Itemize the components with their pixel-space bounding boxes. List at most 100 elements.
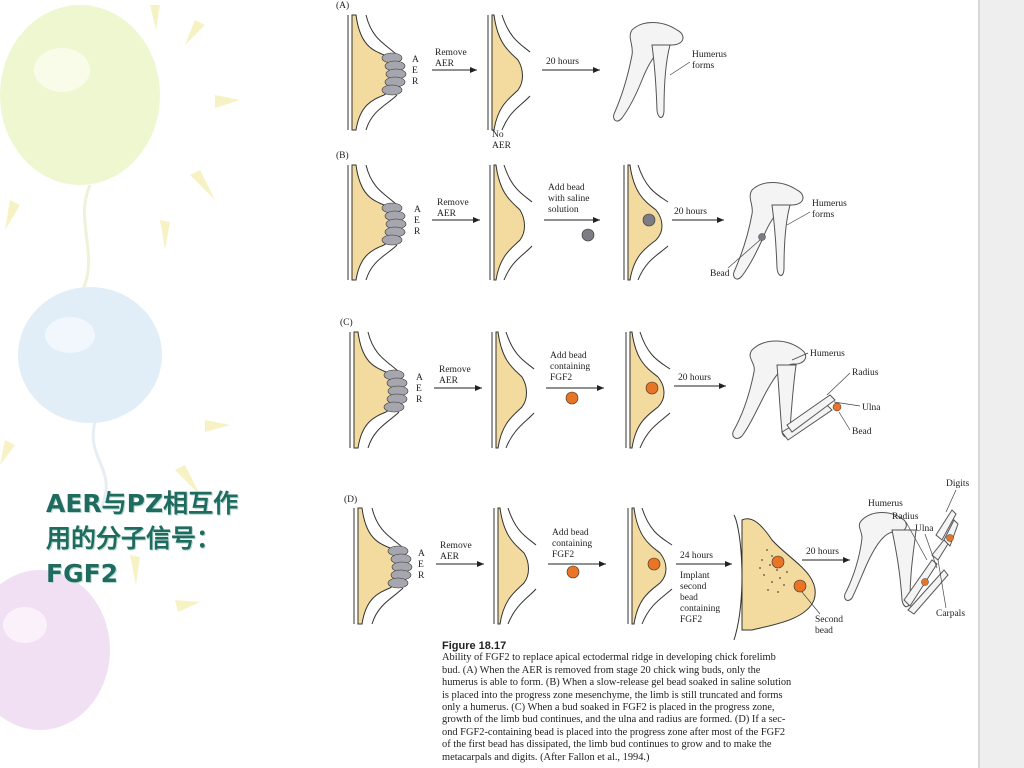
implant-label-3: bead xyxy=(680,593,698,603)
carpals-label: Carpals xyxy=(936,609,965,619)
limb-bud-no-aer xyxy=(489,164,533,281)
panel-c: (C) A E R Remove AER Add bead containing… xyxy=(340,317,881,449)
result-label-1: Humerus xyxy=(812,199,847,209)
sparkle-rays xyxy=(0,5,240,612)
panel-a: (A) A E R Remove AER No AER 20 hours xyxy=(336,0,727,151)
humerus-label: Humerus xyxy=(810,349,845,359)
add-bead-label-2: containing xyxy=(550,362,590,372)
ulna-label: Ulna xyxy=(862,403,881,413)
hours-label: 20 hours xyxy=(546,57,579,67)
caption-line: of the first bead has dissipated, the li… xyxy=(442,739,772,751)
second-bead-in-limb xyxy=(946,534,954,542)
remove-label-2: AER xyxy=(435,59,455,69)
second-bead-label-2: bead xyxy=(815,626,833,636)
aer-letter-e: E xyxy=(416,384,422,394)
limb-bud-no-aer xyxy=(493,507,537,625)
slide-title-line-1: AER与PZ相互作 xyxy=(46,489,239,518)
hours-label-2: 20 hours xyxy=(806,547,839,557)
aer-letter-r: R xyxy=(414,227,421,237)
aer-letter-e: E xyxy=(414,216,420,226)
humerus-bone xyxy=(733,182,804,280)
caption-line: bud. (A) When the AER is removed from st… xyxy=(442,664,761,676)
implant-label-2: second xyxy=(680,582,707,592)
result-label-1: Humerus xyxy=(692,50,727,60)
radius-label: Radius xyxy=(892,512,919,522)
panel-d: (D) A E R Remove AER Add bead containing… xyxy=(344,479,970,641)
caption-line: humerus is able to form. (B) When a slow… xyxy=(442,677,792,689)
no-aer-label-1: No xyxy=(492,130,504,140)
arm-bones xyxy=(732,340,836,441)
caption-line: metacarpals and digits. (After Fallon et… xyxy=(442,751,650,763)
panel-b-letter: (B) xyxy=(336,150,349,161)
second-bead-label-1: Second xyxy=(815,615,843,625)
result-label-2: forms xyxy=(692,60,714,71)
hours-label: 20 hours xyxy=(678,373,711,383)
fgf2-bead xyxy=(565,391,579,405)
caption-line: ond FGF2-containing bead is placed into … xyxy=(442,726,786,738)
limb-bud-with-aer xyxy=(349,331,409,449)
fgf2-figure: (A) A E R Remove AER No AER 20 hours xyxy=(336,0,970,641)
aer-letter-r: R xyxy=(418,571,425,581)
panel-d-letter: (D) xyxy=(344,494,357,505)
add-bead-label-2: with saline xyxy=(548,194,589,204)
add-bead-label-2: containing xyxy=(552,539,592,549)
aer-letter-a: A xyxy=(416,373,423,383)
remove-label-2: AER xyxy=(439,376,459,386)
remove-label-1: Remove xyxy=(440,541,472,551)
panel-a-letter: (A) xyxy=(336,0,349,11)
bead-label: Bead xyxy=(710,269,730,279)
full-wing-bones xyxy=(844,509,959,615)
implant-label-4: containing xyxy=(680,604,720,614)
limb-bud-with-bead xyxy=(625,331,671,449)
limb-bud-with-aer xyxy=(347,14,407,131)
saline-bead xyxy=(581,228,595,242)
limb-bud-no-aer xyxy=(491,331,535,449)
remove-label-1: Remove xyxy=(437,198,469,208)
add-bead-label-3: FGF2 xyxy=(550,373,572,383)
ulna-label: Ulna xyxy=(915,524,934,534)
enlarged-limb-bud xyxy=(733,514,816,641)
no-aer-label-2: AER xyxy=(492,141,512,151)
result-label-2: forms xyxy=(812,209,834,220)
limb-bud-with-bead xyxy=(623,164,669,281)
add-bead-label-3: FGF2 xyxy=(552,550,574,560)
aer-letter-a: A xyxy=(414,205,421,215)
panel-c-letter: (C) xyxy=(340,317,353,328)
panel-b: (B) A E R Remove AER Add bead with salin… xyxy=(336,150,847,281)
slide-title-line-3: FGF2 xyxy=(46,559,119,588)
limb-bud-with-bead xyxy=(627,507,673,625)
implant-label-5: FGF2 xyxy=(680,615,702,625)
remove-label-2: AER xyxy=(440,552,460,562)
radius-label: Radius xyxy=(852,368,879,378)
aer-letter-r: R xyxy=(412,77,419,87)
bead-label: Bead xyxy=(852,427,872,437)
caption-line: is placed into the progress zone mesench… xyxy=(442,689,783,701)
caption-line: growth of the limb bud continues, and th… xyxy=(442,714,786,726)
figure-caption: Figure 18.17 Ability of FGF2 to replace … xyxy=(442,640,862,764)
digits-label: Digits xyxy=(946,479,970,489)
caption-title: Figure 18.17 xyxy=(442,640,507,652)
remove-label-1: Remove xyxy=(435,48,467,58)
limb-bud-with-aer xyxy=(347,164,407,281)
limb-bud-with-aer xyxy=(353,507,413,625)
humerus-label: Humerus xyxy=(868,499,903,509)
fgf2-bead xyxy=(566,565,580,579)
add-bead-label-1: Add bead xyxy=(552,528,589,538)
aer-letter-a: A xyxy=(418,549,425,559)
caption-line: Ability of FGF2 to replace apical ectode… xyxy=(442,652,776,664)
aer-letter-r: R xyxy=(416,395,423,405)
add-bead-label-3: solution xyxy=(548,205,579,215)
add-bead-label-1: Add bead xyxy=(548,183,585,193)
green-balloon xyxy=(0,5,160,185)
remove-label-1: Remove xyxy=(439,365,471,375)
aer-letter-e: E xyxy=(418,560,424,570)
fgf2-bead-in-limb xyxy=(832,402,842,412)
limb-bud-no-aer xyxy=(487,14,531,131)
caption-line: only a humerus. (C) When a bud soaked in… xyxy=(442,702,775,714)
slide-title-line-2: 用的分子信号： xyxy=(46,524,222,553)
aer-letter-e: E xyxy=(412,66,418,76)
implant-label-1: Implant xyxy=(680,571,710,581)
humerus-bone xyxy=(613,22,684,122)
add-bead-label-1: Add bead xyxy=(550,351,587,361)
